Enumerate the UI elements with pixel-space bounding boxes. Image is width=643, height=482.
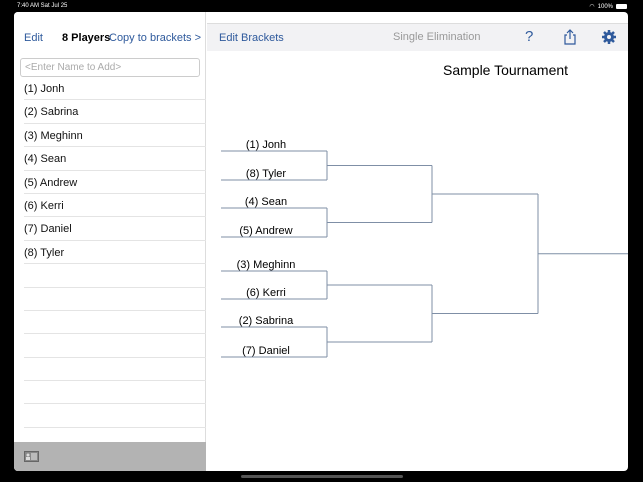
bracket-slot[interactable]: (3) Meghinn <box>237 259 296 271</box>
player-row[interactable]: (3) Meghinn <box>24 124 206 148</box>
empty-row <box>24 288 206 311</box>
empty-row <box>24 334 206 358</box>
bracket-diagram: (1) Jonh (8) Tyler (4) Sean (5) Andrew (3) M… <box>221 139 628 358</box>
help-icon[interactable]: ? <box>525 28 534 45</box>
bracket-slot[interactable]: (2) Sabrina <box>239 315 294 327</box>
edit-brackets-button[interactable]: Edit Brackets <box>219 32 284 44</box>
player-row[interactable]: (7) Daniel <box>24 217 206 241</box>
home-indicator <box>241 475 403 478</box>
player-row[interactable]: (1) Jonh <box>24 77 206 101</box>
players-panel: Edit 8 Players Copy to brackets > <Enter… <box>14 12 206 471</box>
app-window: Edit 8 Players Copy to brackets > <Enter… <box>14 12 628 471</box>
copy-to-brackets-button[interactable]: Copy to brackets > <box>109 32 202 44</box>
wifi-icon: ◠ <box>589 4 595 10</box>
players-list: (1) Jonh(2) Sabrina(3) Meghinn(4) Sean(5… <box>14 77 206 428</box>
battery-text: 100% <box>597 3 613 10</box>
bracket-slot[interactable]: (8) Tyler <box>246 168 286 180</box>
settings-gear-icon[interactable] <box>601 29 617 45</box>
battery-icon <box>616 4 627 9</box>
player-count: 8 Players <box>62 32 111 44</box>
status-time: 7:40 AM Sat Jul 25 <box>17 3 68 9</box>
bracket-slot[interactable]: (1) Jonh <box>246 139 286 151</box>
tournament-title: Sample Tournament <box>443 62 569 78</box>
mode-selector[interactable]: Single Elimination <box>393 31 481 43</box>
player-row[interactable]: (2) Sabrina <box>24 100 206 124</box>
bottom-bar <box>14 442 206 471</box>
name-input[interactable]: <Enter Name to Add> <box>20 58 200 77</box>
share-icon[interactable] <box>563 29 577 45</box>
bracket-slot[interactable]: (6) Kerri <box>246 287 286 299</box>
bracket-slot[interactable]: (4) Sean <box>245 196 287 208</box>
bracket-pane: Edit Brackets Single Elimination ? Sampl… <box>207 12 628 471</box>
empty-row <box>24 381 206 405</box>
status-bar: 7:40 AM Sat Jul 25 ◠100% <box>0 0 643 12</box>
player-row[interactable]: (5) Andrew <box>24 171 206 194</box>
bracket-slot[interactable]: (5) Andrew <box>239 225 292 237</box>
bracket-slot[interactable]: (7) Daniel <box>242 345 290 357</box>
empty-row <box>24 358 206 382</box>
player-row[interactable]: (4) Sean <box>24 147 206 171</box>
contact-card-icon[interactable] <box>24 451 40 463</box>
edit-players-button[interactable]: Edit <box>24 32 43 44</box>
player-row[interactable]: (8) Tyler <box>24 241 206 265</box>
toolbar: Edit Brackets Single Elimination ? <box>207 23 628 51</box>
player-row[interactable]: (6) Kerri <box>24 194 206 218</box>
empty-row <box>24 264 206 288</box>
empty-row <box>24 404 206 428</box>
empty-row <box>24 311 206 335</box>
